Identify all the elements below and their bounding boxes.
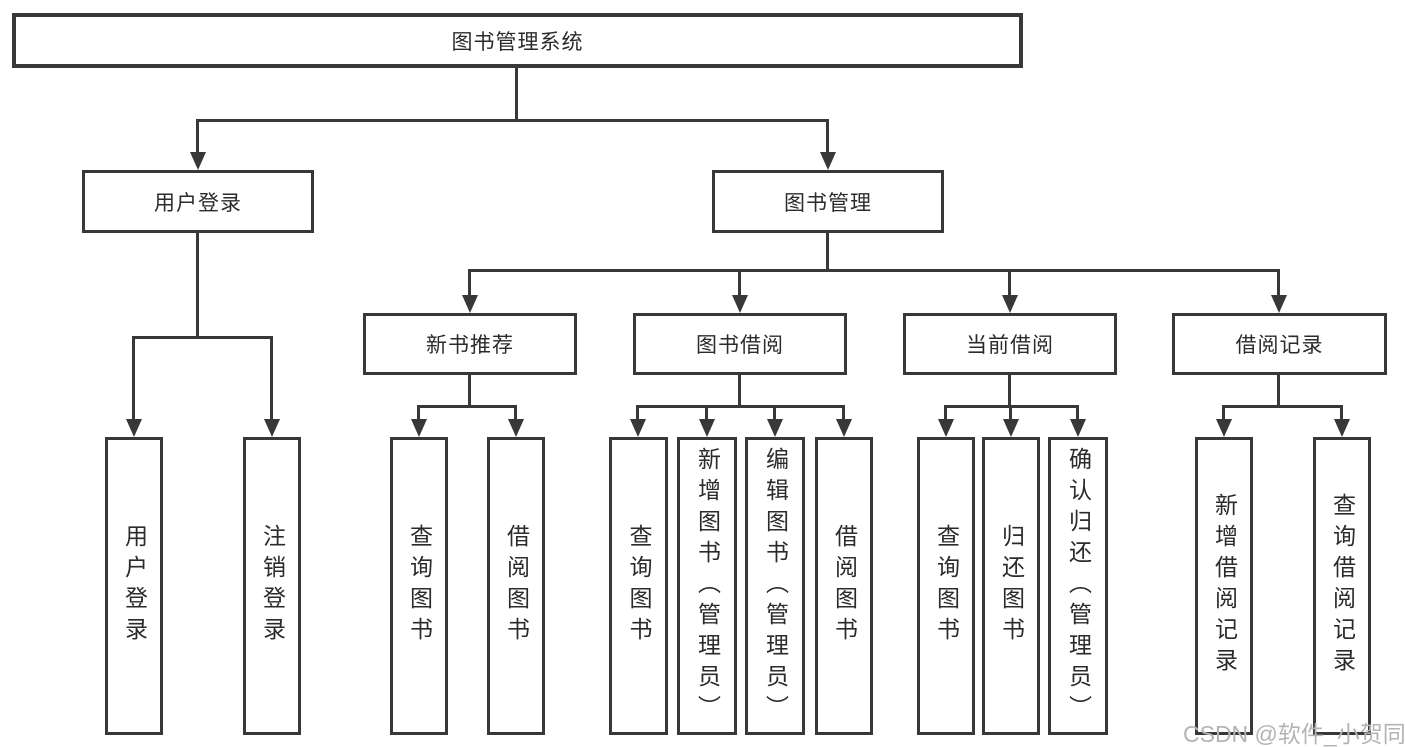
node-new-book-recommendation: 新书推荐 bbox=[363, 313, 577, 375]
node-library-management-system: 图书管理系统 bbox=[12, 13, 1023, 68]
connector-line bbox=[738, 375, 741, 407]
arrow-down-icon bbox=[699, 419, 715, 437]
connector-line bbox=[132, 336, 135, 421]
node-label: 查询图书 bbox=[933, 524, 960, 648]
node-label: 查询图书 bbox=[406, 524, 433, 648]
connector-line bbox=[196, 233, 199, 338]
node-borrowing-records: 借阅记录 bbox=[1172, 313, 1387, 375]
arrow-down-icon bbox=[1002, 295, 1018, 313]
connector-line bbox=[468, 269, 1280, 272]
arrow-down-icon bbox=[938, 419, 954, 437]
connector-line bbox=[196, 119, 199, 154]
leaf-return-books: 归还图书 bbox=[982, 437, 1040, 735]
connector-line bbox=[515, 68, 518, 121]
leaf-user-login: 用户登录 bbox=[105, 437, 163, 735]
arrow-down-icon bbox=[508, 419, 524, 437]
connector-line bbox=[1277, 269, 1280, 297]
connector-line bbox=[196, 119, 829, 122]
connector-line bbox=[636, 405, 639, 421]
leaf-logout: 注销登录 bbox=[243, 437, 301, 735]
leaf-edit-books-admin: 编辑图书（管理员） bbox=[745, 437, 805, 735]
connector-line bbox=[1340, 405, 1343, 421]
node-label: 用户登录 bbox=[154, 191, 242, 215]
node-label: 图书借阅 bbox=[696, 334, 784, 357]
leaf-borrow-books-1: 借阅图书 bbox=[487, 437, 545, 735]
node-label: 图书管理 bbox=[784, 191, 872, 215]
leaf-query-books-2: 查询图书 bbox=[609, 437, 668, 735]
node-label: 编辑图书（管理员） bbox=[762, 446, 789, 726]
arrow-down-icon bbox=[264, 419, 280, 437]
connector-line bbox=[826, 119, 829, 154]
connector-line bbox=[1222, 405, 1225, 421]
arrow-down-icon bbox=[1216, 419, 1232, 437]
node-label: 用户登录 bbox=[121, 524, 148, 648]
connector-line bbox=[1008, 269, 1011, 297]
connector-line bbox=[944, 405, 947, 421]
node-label: 新增借阅记录 bbox=[1211, 493, 1238, 679]
arrow-down-icon bbox=[462, 295, 478, 313]
leaf-query-books-1: 查询图书 bbox=[390, 437, 448, 735]
connector-line bbox=[417, 405, 517, 408]
connector-line bbox=[132, 336, 273, 339]
arrow-down-icon bbox=[1003, 419, 1019, 437]
node-current-borrowing: 当前借阅 bbox=[903, 313, 1117, 375]
node-label: 查询图书 bbox=[626, 524, 652, 648]
node-label: 借阅图书 bbox=[831, 524, 858, 648]
arrow-down-icon bbox=[732, 295, 748, 313]
node-label: 新书推荐 bbox=[426, 334, 514, 357]
arrow-down-icon bbox=[1070, 419, 1086, 437]
connector-line bbox=[773, 405, 776, 421]
connector-line bbox=[1009, 405, 1012, 421]
node-book-borrowing: 图书借阅 bbox=[633, 313, 847, 375]
node-label: 确认归还（管理员） bbox=[1065, 446, 1092, 726]
leaf-query-books-3: 查询图书 bbox=[917, 437, 975, 735]
node-label: 图书管理系统 bbox=[451, 30, 584, 54]
leaf-confirm-return-admin: 确认归还（管理员） bbox=[1048, 437, 1108, 735]
connector-line bbox=[842, 405, 845, 421]
connector-line bbox=[417, 405, 420, 421]
connector-line bbox=[468, 269, 471, 297]
connector-line bbox=[738, 269, 741, 297]
csdn-watermark: CSDN @软件_小贺同学 bbox=[1183, 721, 1405, 747]
arrow-down-icon bbox=[1334, 419, 1350, 437]
node-book-management: 图书管理 bbox=[712, 170, 944, 233]
connector-line bbox=[514, 405, 517, 421]
arrow-down-icon bbox=[1271, 295, 1287, 313]
arrow-down-icon bbox=[411, 419, 427, 437]
connector-line bbox=[1222, 405, 1343, 408]
arrow-down-icon bbox=[126, 419, 142, 437]
arrow-down-icon bbox=[836, 419, 852, 437]
node-label: 当前借阅 bbox=[966, 334, 1054, 357]
connector-line bbox=[270, 336, 273, 421]
node-user-login: 用户登录 bbox=[82, 170, 314, 233]
node-label: 借阅图书 bbox=[503, 524, 530, 648]
connector-line bbox=[1008, 375, 1011, 407]
node-label: 新增图书（管理员） bbox=[694, 446, 721, 726]
node-label: 归还图书 bbox=[998, 524, 1025, 648]
connector-line bbox=[705, 405, 708, 421]
node-label: 查询借阅记录 bbox=[1329, 493, 1356, 679]
arrow-down-icon bbox=[820, 152, 836, 170]
connector-line bbox=[468, 375, 471, 407]
leaf-borrow-books-2: 借阅图书 bbox=[815, 437, 873, 735]
leaf-query-borrow-record: 查询借阅记录 bbox=[1313, 437, 1371, 735]
arrow-down-icon bbox=[630, 419, 646, 437]
node-label: 借阅记录 bbox=[1235, 334, 1324, 357]
arrow-down-icon bbox=[190, 152, 206, 170]
node-label: 注销登录 bbox=[259, 524, 286, 648]
arrow-down-icon bbox=[767, 419, 783, 437]
leaf-add-borrow-record: 新增借阅记录 bbox=[1195, 437, 1253, 735]
connector-line bbox=[826, 233, 829, 271]
connector-line bbox=[1076, 405, 1079, 421]
connector-line bbox=[1277, 375, 1280, 407]
connector-line bbox=[636, 405, 845, 408]
leaf-add-books-admin: 新增图书（管理员） bbox=[677, 437, 737, 735]
